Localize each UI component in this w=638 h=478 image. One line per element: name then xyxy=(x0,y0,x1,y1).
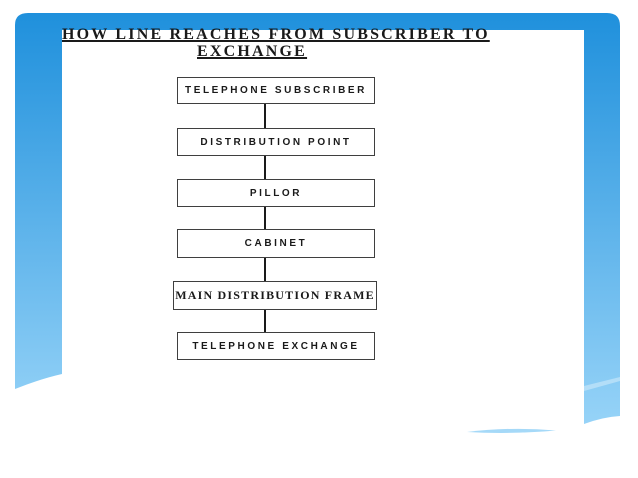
flow-connector xyxy=(264,207,266,229)
flow-node-telephone-exchange: TELEPHONE EXCHANGE xyxy=(177,332,375,360)
flow-connector xyxy=(264,258,266,281)
flow-connector xyxy=(264,310,266,332)
flow-connector xyxy=(264,104,266,128)
right-band-highlight xyxy=(584,377,620,391)
title-line-2: EXCHANGE xyxy=(197,43,308,60)
flow-connector xyxy=(264,156,266,179)
flow-node-cabinet: CABINET xyxy=(177,229,375,258)
title-line-1: HOW LINE REACHES FROM SUBSCRIBER TO xyxy=(62,26,490,43)
flow-node-telephone-subscriber: TELEPHONE SUBSCRIBER xyxy=(177,77,375,104)
slide-title: HOW LINE REACHES FROM SUBSCRIBER TO EXCH… xyxy=(62,26,522,60)
swoosh-lens xyxy=(467,428,556,433)
flow-node-distribution-point: DISTRIBUTION POINT xyxy=(177,128,375,156)
frame-border-shape xyxy=(15,13,620,424)
flow-node-pillor: PILLOR xyxy=(177,179,375,207)
flow-node-main-distribution-frame: MAIN DISTRIBUTION FRAME xyxy=(173,281,377,310)
